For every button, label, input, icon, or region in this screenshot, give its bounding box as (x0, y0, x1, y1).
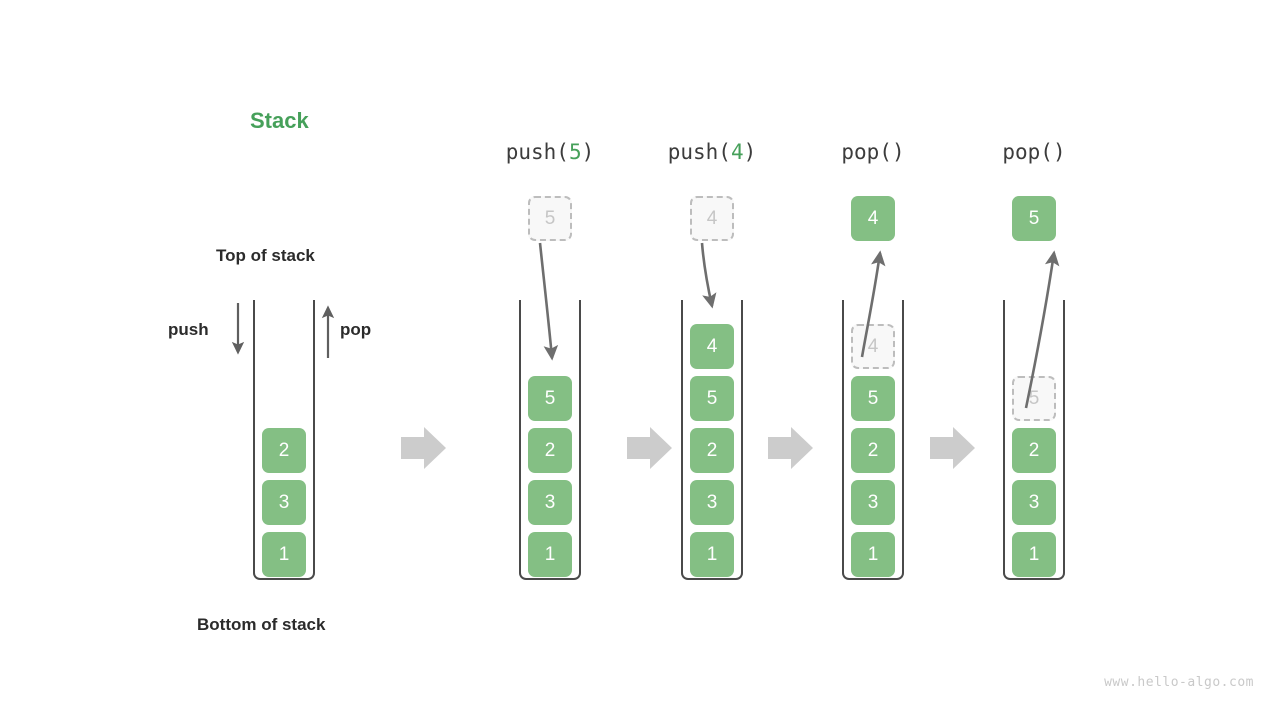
bottom-of-stack-label: Bottom of stack (197, 615, 326, 634)
stack-box-pop-1-1: 1 (851, 532, 895, 577)
stack-vessel-initial-stack (253, 300, 315, 580)
push-4-motion-arrow (700, 242, 717, 309)
transition-arrow-4 (930, 427, 975, 469)
stack-box-pop-2-5-ghost: 5 (1012, 376, 1056, 421)
stack-box-push-4-4: 4 (690, 324, 734, 369)
floating-box-pop-2: 5 (1012, 196, 1056, 241)
stack-box-initial-stack-2: 2 (262, 428, 306, 473)
stack-box-pop-1-2: 2 (851, 428, 895, 473)
stack-vessel-pop-1 (842, 300, 904, 580)
stack-box-push-5-1: 1 (528, 532, 572, 577)
push-label: push (168, 320, 209, 339)
stack-box-pop-1-5: 5 (851, 376, 895, 421)
floating-box-pop-1: 4 (851, 196, 895, 241)
operation-label-pop-1: pop() (841, 140, 905, 164)
stack-box-pop-2-1: 1 (1012, 532, 1056, 577)
stack-vessel-push-5 (519, 300, 581, 580)
transition-arrow-1 (401, 427, 446, 469)
stack-box-push-4-3: 3 (690, 480, 734, 525)
stack-box-push-5-2: 2 (528, 428, 572, 473)
page-title: Stack (250, 108, 309, 133)
stack-box-pop-2-2: 2 (1012, 428, 1056, 473)
floating-box-push-5: 5 (528, 196, 572, 241)
stack-box-initial-stack-1: 1 (262, 532, 306, 577)
stack-box-push-4-5: 5 (690, 376, 734, 421)
stack-box-pop-1-4-ghost: 4 (851, 324, 895, 369)
transition-arrow-2 (627, 427, 672, 469)
stack-box-pop-2-3: 3 (1012, 480, 1056, 525)
top-of-stack-label: Top of stack (216, 246, 315, 265)
stack-box-pop-1-3: 3 (851, 480, 895, 525)
operation-label-pop-2: pop() (1002, 140, 1066, 164)
stack-box-push-5-5: 5 (528, 376, 572, 421)
stack-box-push-4-2: 2 (690, 428, 734, 473)
stack-box-push-5-3: 3 (528, 480, 572, 525)
stack-vessel-push-4 (681, 300, 743, 580)
stack-box-push-4-1: 1 (690, 532, 734, 577)
stack-box-initial-stack-3: 3 (262, 480, 306, 525)
watermark: www.hello-algo.com (1104, 675, 1254, 690)
operation-argument: 5 (568, 140, 582, 164)
stack-vessel-pop-2 (1003, 300, 1065, 580)
pop-label: pop (340, 320, 372, 339)
floating-box-push-4: 4 (690, 196, 734, 241)
operation-label-push-4: push(4) (667, 140, 757, 164)
transition-arrow-3 (768, 427, 813, 469)
operation-argument: 4 (730, 140, 744, 164)
operation-label-push-5: push(5) (505, 140, 595, 164)
